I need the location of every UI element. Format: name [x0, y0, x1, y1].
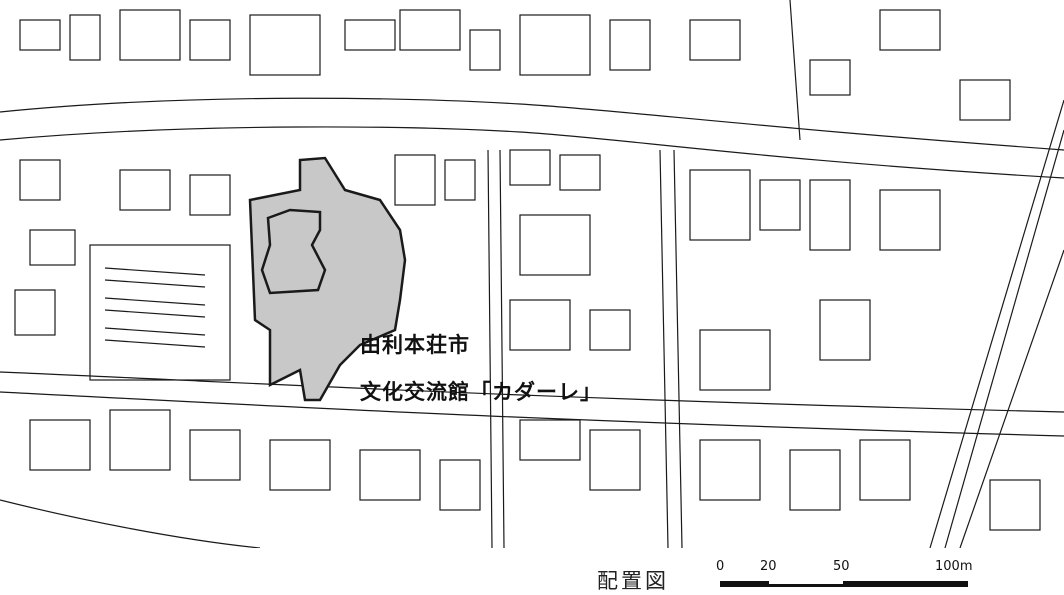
road-edge [659, 149, 669, 548]
map-caption: 配置図 [597, 569, 669, 593]
road-edge [673, 149, 683, 548]
road-edge [0, 126, 1064, 179]
railway-line [929, 99, 1064, 548]
facility-label-line2: 文化交流館「カダーレ」 [360, 380, 602, 404]
facility-label-line1: 由利本荘市 [360, 333, 470, 357]
site-map [0, 0, 1064, 548]
road-edge [0, 391, 1064, 437]
parking-rows [104, 267, 206, 348]
facility-site [248, 156, 407, 402]
railway-line [944, 129, 1064, 548]
scale-tick-0: 0 [716, 559, 725, 574]
road-edge [789, 0, 801, 141]
road-edge [0, 371, 1064, 413]
scale-tick-100m: 100m [935, 559, 973, 574]
scale-tick-50: 50 [833, 559, 850, 574]
road-edge [499, 149, 505, 548]
scale-tick-20: 20 [760, 559, 777, 574]
building-blocks [14, 9, 1041, 531]
road-edge [0, 97, 1064, 151]
road-edge [487, 149, 493, 548]
railway-line [959, 249, 1064, 548]
road-edge [0, 499, 261, 548]
scale-bar [720, 581, 968, 587]
parking-lot [89, 244, 231, 381]
facility-building-core [260, 208, 327, 295]
